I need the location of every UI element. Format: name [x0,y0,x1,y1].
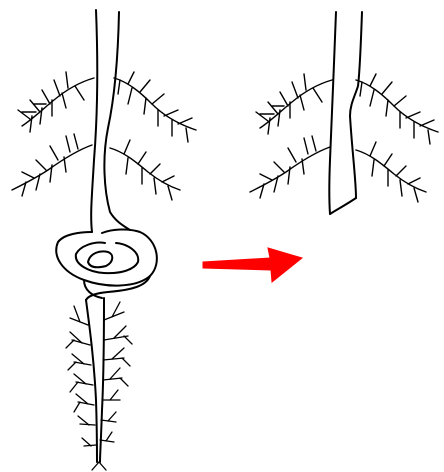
main-root-stem [91,10,130,232]
cut-left-lateral-roots-upper [256,74,332,134]
cut-right-lateral-roots-upper [356,74,438,144]
arrow-right-icon [203,248,302,282]
right-lateral-roots-lower [110,140,180,200]
cut-right-lateral-roots-lower [356,142,426,202]
circling-root-loop [56,229,157,300]
after-root-illustration [250,12,438,214]
left-lateral-roots-upper [18,72,94,132]
lower-left-fibrous-roots [66,306,96,446]
right-lateral-roots-upper [114,72,196,142]
left-lateral-roots-lower [12,134,92,196]
cut-left-lateral-roots-lower [250,136,330,198]
lower-right-fibrous-roots [92,302,132,470]
cut-root-stem [329,12,362,214]
before-root-illustration [12,10,196,470]
lower-root-stem [86,298,104,462]
